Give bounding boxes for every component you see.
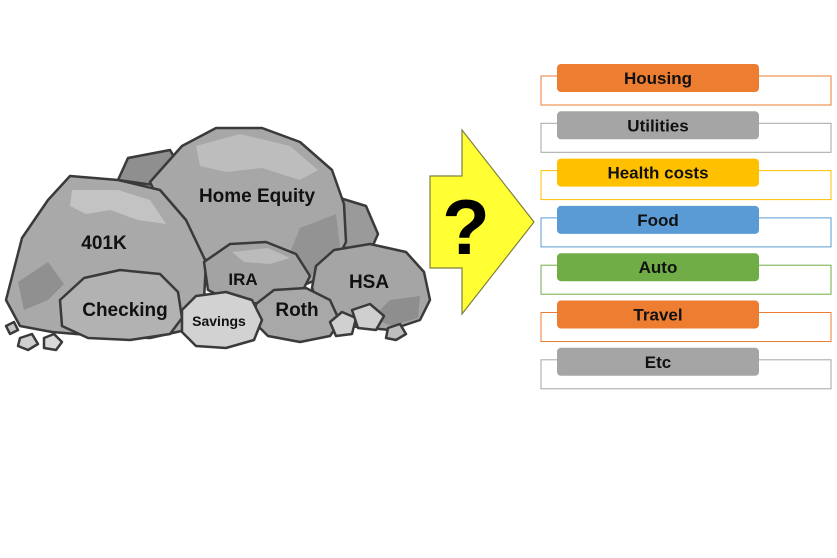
pebble-6 xyxy=(4,320,20,336)
pebble-3 xyxy=(384,322,408,342)
rock-home-equity-shade xyxy=(196,134,318,180)
category-item: Health costs xyxy=(540,158,832,201)
label-savings: Savings xyxy=(192,313,246,329)
rock-ira-shade xyxy=(232,248,290,264)
category-pill xyxy=(557,253,759,282)
label-401k: 401K xyxy=(81,233,127,254)
label-home-equity: Home Equity xyxy=(199,186,316,207)
category-item: Food xyxy=(540,205,832,248)
label-hsa: HSA xyxy=(349,272,389,293)
category-pill xyxy=(557,158,759,187)
category-item: Travel xyxy=(540,300,832,342)
category-item: Auto xyxy=(540,253,832,295)
category-pill xyxy=(557,111,759,140)
category-label: Food xyxy=(637,211,679,230)
pebble-5 xyxy=(42,332,64,352)
rock-401k-shade xyxy=(70,190,166,224)
category-label: Auto xyxy=(639,258,678,277)
rock-401k-shade2 xyxy=(18,262,64,310)
category-label: Health costs xyxy=(607,164,708,183)
label-roth: Roth xyxy=(275,300,318,321)
category-pill xyxy=(557,205,759,234)
pebble-1 xyxy=(328,310,358,338)
rock-pile-icon xyxy=(4,126,432,352)
category-item: Etc xyxy=(540,347,832,390)
rock-savings xyxy=(180,290,264,350)
category-pill xyxy=(557,300,759,329)
label-ira: IRA xyxy=(228,270,257,289)
category-label: Housing xyxy=(624,69,692,88)
category-label: Utilities xyxy=(627,116,688,135)
category-label: Travel xyxy=(633,306,682,325)
category-pill xyxy=(557,64,759,92)
category-item: Utilities xyxy=(540,111,832,153)
right-arrow-icon xyxy=(429,128,535,316)
category-item: Housing xyxy=(540,64,832,106)
label-checking: Checking xyxy=(82,300,168,321)
question-mark: ? xyxy=(442,183,490,271)
pebble-2 xyxy=(350,302,386,332)
category-pill xyxy=(557,347,759,376)
category-label: Etc xyxy=(645,353,671,372)
pebble-4 xyxy=(16,332,40,352)
